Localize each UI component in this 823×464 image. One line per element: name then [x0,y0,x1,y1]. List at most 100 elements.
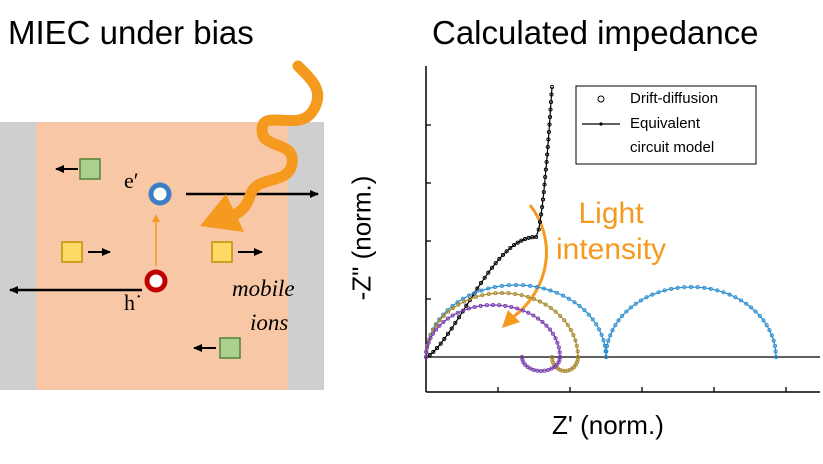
series-dark-point [536,227,541,232]
series-dark-point [526,235,531,240]
series-blue-point [577,304,582,309]
series-blue-point [604,343,610,349]
series-blue-point [492,284,498,290]
series-purple-point [424,350,429,355]
series-gold-point [574,343,579,348]
series-gold-point [543,302,548,307]
legend-label-drift: Drift-diffusion [630,90,719,107]
series-purple-point [430,331,436,336]
series-purple-point [542,368,547,373]
series-gold-point [537,299,543,304]
series-blue-point [682,285,687,290]
light-intensity-label: Light intensity [556,196,666,268]
series-blue-point [606,338,611,343]
series-gold-point [441,313,446,318]
series-dark-point [456,315,462,320]
legend-label-circuit-2: circuit model [630,139,715,156]
series-gold-point [575,354,581,360]
series-dark-point [530,235,535,240]
series-gold-point [456,302,461,307]
series-purple-point [550,331,556,336]
series-gold-point [446,309,451,314]
series-dark-point [543,174,548,180]
series-dark-point [547,114,553,120]
series-dark-point [541,189,546,195]
mobile-ion-green-1 [55,158,101,180]
series-blue-point [764,323,769,328]
series-dark-point [497,256,502,261]
series-blue-point [772,343,778,349]
series-blue-point [708,286,713,291]
series-gold-point [568,327,573,333]
series-blue-point [594,322,599,327]
series-purple-point [557,354,563,360]
series-dark-point [540,197,546,202]
series-purple-point [455,310,460,315]
series-dark-point [438,341,443,346]
series-blue-point [769,333,774,338]
series-gold-point [565,368,570,373]
series-purple-point [557,350,562,355]
series-purple-point [531,367,536,372]
series-blue-point [757,313,762,318]
hole-label: h˙ [124,290,143,315]
series-dark-point [427,353,432,358]
series-dark-point [544,159,549,165]
series-blue-point [669,286,674,291]
series-dark-point [533,234,539,240]
series-purple-point [520,308,525,313]
series-dark-point [449,326,454,331]
series-gold-point [548,305,553,311]
series-purple-point [423,354,429,360]
series-blue-point [604,349,609,354]
series-purple-point [540,319,545,325]
series-purple-point [519,354,525,360]
series-purple-point [525,364,530,369]
series-blue-point [572,300,577,305]
impedance-curves [423,84,779,374]
series-blue-point [601,338,606,343]
series-blue-point [771,338,776,343]
series-dark-point [548,99,554,105]
series-blue-line [425,284,777,358]
series-blue-point [675,285,680,290]
series-blue-point [733,295,738,300]
series-gold-point [473,294,479,299]
series-blue-point [473,290,478,295]
series-blue-point [582,308,587,313]
series-gold-point [558,313,563,318]
left-title: MIEC under bias [8,14,254,51]
light-wave-icon [200,60,324,232]
series-purple-point [503,303,508,308]
light-intensity-arrow [511,204,548,320]
series-gold-point [532,296,537,302]
series-blue-point [744,301,749,306]
series-blue-point [702,285,707,290]
series-blue-point [715,288,720,293]
series-purple-point [461,308,466,313]
series-blue-point [656,290,661,295]
series-dark-point [522,237,528,242]
series-dark-point [543,167,548,172]
series-dark-point [434,346,440,351]
series-blue-point [479,288,484,293]
series-gold-point [525,294,531,299]
series-purple-point [425,345,430,350]
series-blue-point [773,354,779,360]
mobile-ion-yellow-2 [211,241,263,263]
mobile-label: mobile [232,276,295,301]
series-gold-point [573,338,578,343]
series-dark-point [489,265,495,270]
series-purple-point [497,303,502,308]
series-purple-point [556,345,561,350]
series-gold-point [562,318,567,323]
light-label-line2: intensity [556,233,667,266]
electron-label: e′ [124,168,139,193]
series-purple-point [526,310,531,315]
series-blue-point [597,327,602,332]
series-gold-point [493,291,498,296]
series-dark-point [547,122,552,127]
series-blue-point [738,298,744,303]
